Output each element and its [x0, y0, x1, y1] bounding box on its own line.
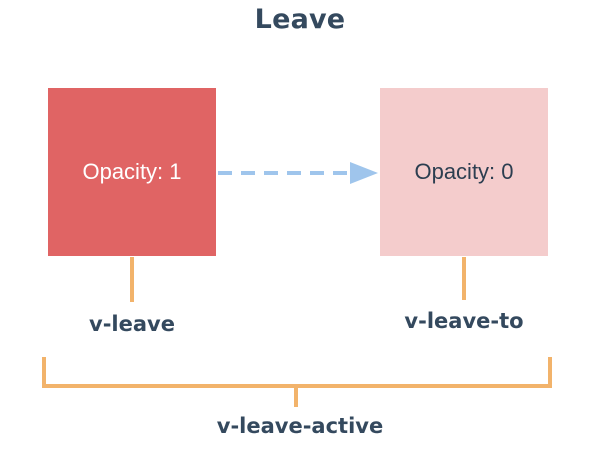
start-state-box: Opacity: 1 [48, 88, 216, 256]
active-class-label: v-leave-active [216, 414, 384, 438]
active-span-bracket [42, 357, 552, 388]
end-state-box: Opacity: 0 [380, 88, 548, 256]
end-state-text: Opacity: 0 [414, 159, 514, 184]
start-state-text: Opacity: 1 [82, 159, 182, 184]
diagram-title: Leave [254, 4, 346, 35]
start-class-label: v-leave [89, 312, 175, 336]
end-class-label: v-leave-to [404, 309, 524, 333]
transition-arrow-head [350, 162, 378, 184]
